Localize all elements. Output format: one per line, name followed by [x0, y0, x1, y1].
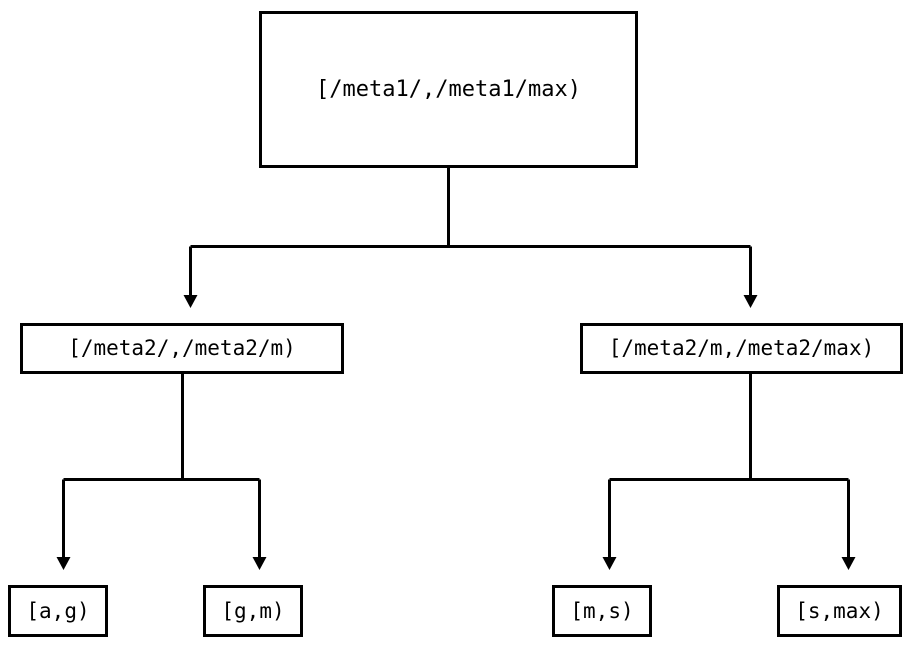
arrowhead-mid-left-to-leaf-ag: [56, 557, 71, 570]
node-leaf-g-m[interactable]: [g,m): [203, 585, 303, 637]
arrowhead-mid-right-to-leaf-smax: [841, 557, 856, 570]
node-leaf-a-g[interactable]: [a,g): [8, 585, 108, 637]
node-root[interactable]: [/meta1/,/meta1/max): [259, 11, 638, 168]
node-leaf-s-max[interactable]: [s,max): [777, 585, 902, 637]
node-mid-right[interactable]: [/meta2/m,/meta2/max): [580, 323, 903, 374]
arrowhead-root-to-mid-left: [183, 295, 198, 308]
arrowhead-mid-left-to-leaf-gm: [252, 557, 267, 570]
arrowhead-root-to-mid-right: [743, 295, 758, 308]
node-leaf-m-s[interactable]: [m,s): [552, 585, 652, 637]
arrowhead-mid-right-to-leaf-ms: [602, 557, 617, 570]
node-mid-left[interactable]: [/meta2/,/meta2/m): [20, 323, 344, 374]
